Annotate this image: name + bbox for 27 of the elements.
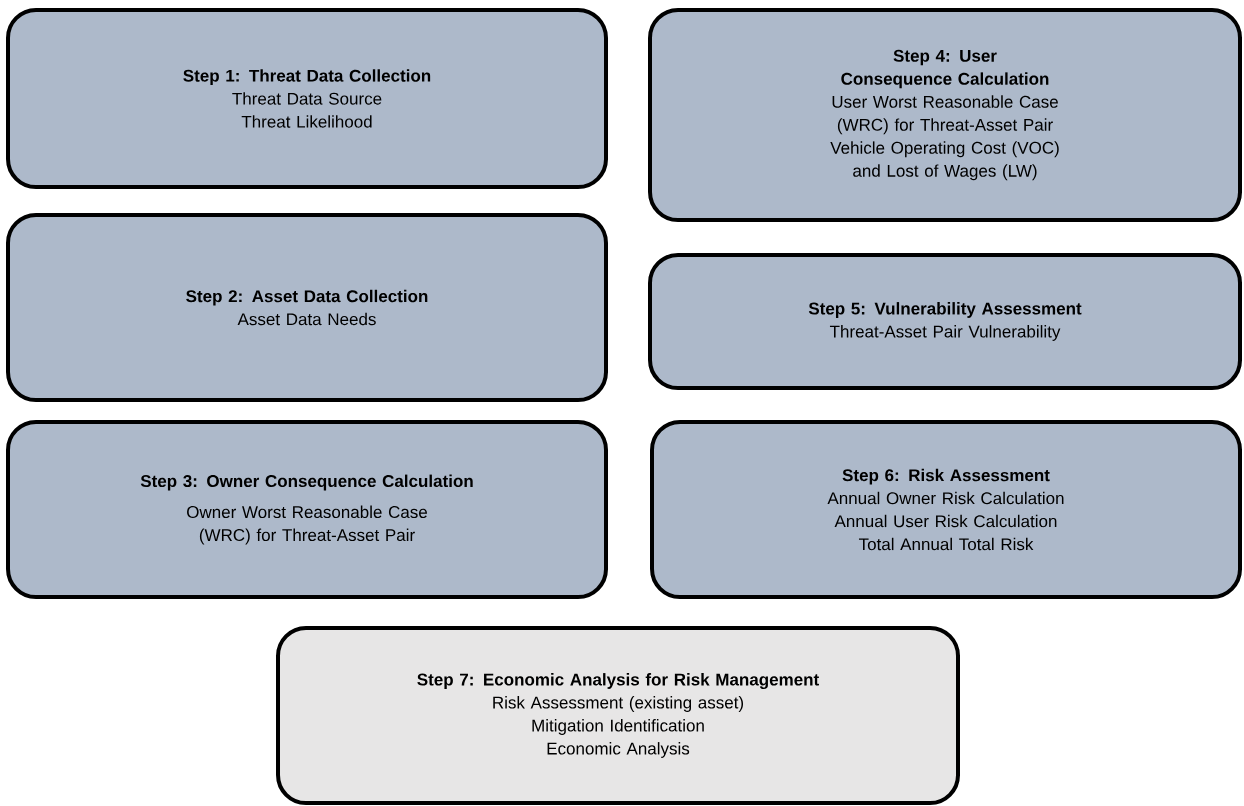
step-item: Threat-Asset Pair Vulnerability bbox=[829, 325, 1061, 341]
step-item: Threat Likelihood bbox=[241, 115, 372, 128]
step-box bbox=[648, 8, 1242, 222]
step-heading: Step 2: Asset Data Collection bbox=[186, 289, 428, 306]
step-item: Owner Worst Reasonable Case (WRC) for Threat-Asset Pair bbox=[187, 505, 427, 545]
step-heading: Step 1: Threat Data Collection bbox=[183, 69, 431, 86]
step-heading: Step 4: User Consequence Calculation bbox=[841, 49, 1049, 89]
step-item: Asset Data Needs bbox=[237, 312, 376, 326]
step-box bbox=[276, 626, 960, 805]
step-item: Threat Data Source bbox=[232, 92, 382, 105]
step-heading: Step 5: Vulnerability Assessment bbox=[808, 302, 1082, 318]
step-heading: Step 7: Economic Analysis for Risk Management bbox=[417, 673, 819, 689]
step-item: Economic Analysis bbox=[547, 742, 690, 758]
step-box bbox=[6, 8, 608, 189]
step-item: Risk Assessment (existing asset) bbox=[493, 696, 744, 712]
step-item: Vehicle Operating Cost (VOC) and Lost of Wages (LW) bbox=[830, 141, 1059, 181]
step-box bbox=[650, 420, 1242, 599]
step-item: Mitigation Identification bbox=[532, 719, 704, 735]
step-item: Total Annual Total Risk bbox=[859, 537, 1034, 551]
step-item: Annual User Risk Calculation bbox=[834, 514, 1057, 528]
step-item: User Worst Reasonable Case (WRC) for Threat-Asset Pair bbox=[832, 95, 1058, 135]
step-heading: Step 3: Owner Consequence Calculation bbox=[140, 474, 473, 491]
step-box bbox=[6, 420, 608, 599]
step-item: Annual Owner Risk Calculation bbox=[827, 491, 1064, 505]
step-box bbox=[6, 213, 608, 402]
step-heading: Step 6: Risk Assessment bbox=[842, 468, 1050, 485]
step-box bbox=[648, 253, 1242, 390]
